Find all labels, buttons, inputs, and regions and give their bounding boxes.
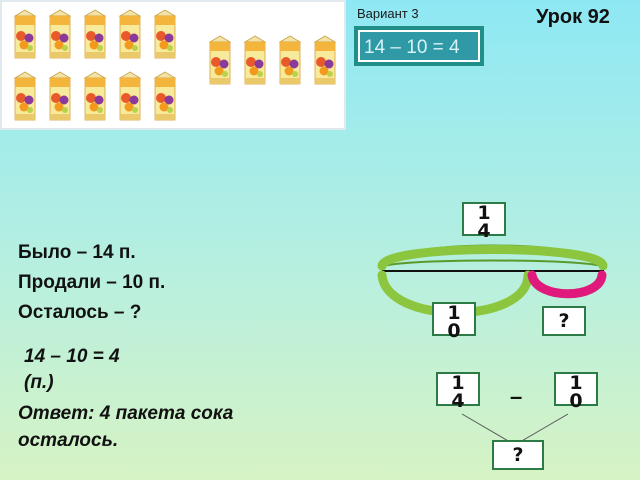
juice-carton-icon xyxy=(47,8,73,60)
total-digit-1: 1 xyxy=(477,202,491,224)
juice-carton-icon xyxy=(312,34,338,86)
total-box: 1 4 xyxy=(462,202,506,241)
story-was: Было – 14 п. xyxy=(18,242,136,263)
solution-line-2: (п.) xyxy=(24,372,54,393)
juice-carton-icon xyxy=(47,70,73,122)
juice-carton-icon xyxy=(207,34,233,86)
answer-line-1: Ответ: 4 пакета сока xyxy=(18,403,234,424)
connector-left xyxy=(461,413,511,443)
juice-cartons-picture xyxy=(0,0,346,130)
solution-line-1: 14 – 10 = 4 xyxy=(24,346,120,367)
juice-carton-icon xyxy=(12,70,38,122)
remaining-box: ? xyxy=(542,306,586,336)
story-sold: Продали – 10 п. xyxy=(18,272,166,293)
answer-line-2: осталось. xyxy=(18,430,119,451)
equation-text: 14 – 10 = 4 xyxy=(360,32,478,60)
juice-carton-icon xyxy=(117,8,143,60)
juice-carton-icon xyxy=(117,70,143,122)
minuend-digit-2: 4 xyxy=(451,390,465,412)
minuend-box: 1 4 xyxy=(436,372,480,411)
minuend-digit-1: 1 xyxy=(451,372,465,394)
lesson-title: Урок 92 xyxy=(536,6,610,28)
juice-carton-icon xyxy=(12,8,38,60)
whole-bracket xyxy=(377,245,608,271)
connector-right xyxy=(519,413,569,443)
result-box: ? xyxy=(492,440,544,470)
juice-carton-icon xyxy=(82,70,108,122)
subtrahend-digit-1: 1 xyxy=(569,372,583,394)
story-left: Осталось – ? xyxy=(18,302,142,323)
subtrahend-box: 1 0 xyxy=(554,372,598,411)
variant-label: Вариант 3 xyxy=(357,6,419,21)
remaining-bracket xyxy=(527,270,607,299)
sold-box: 1 0 xyxy=(432,302,476,341)
juice-carton-icon xyxy=(152,8,178,60)
subtrahend-digit-2: 0 xyxy=(569,390,583,412)
sold-digit-1: 1 xyxy=(447,302,461,324)
juice-carton-icon xyxy=(152,70,178,122)
sold-digit-2: 0 xyxy=(447,320,461,342)
total-digit-2: 4 xyxy=(477,220,491,242)
juice-carton-icon xyxy=(242,34,268,86)
juice-carton-icon xyxy=(277,34,303,86)
juice-carton-icon xyxy=(82,8,108,60)
equation-box: 14 – 10 = 4 xyxy=(354,26,484,66)
minus-sign: – xyxy=(510,384,523,409)
